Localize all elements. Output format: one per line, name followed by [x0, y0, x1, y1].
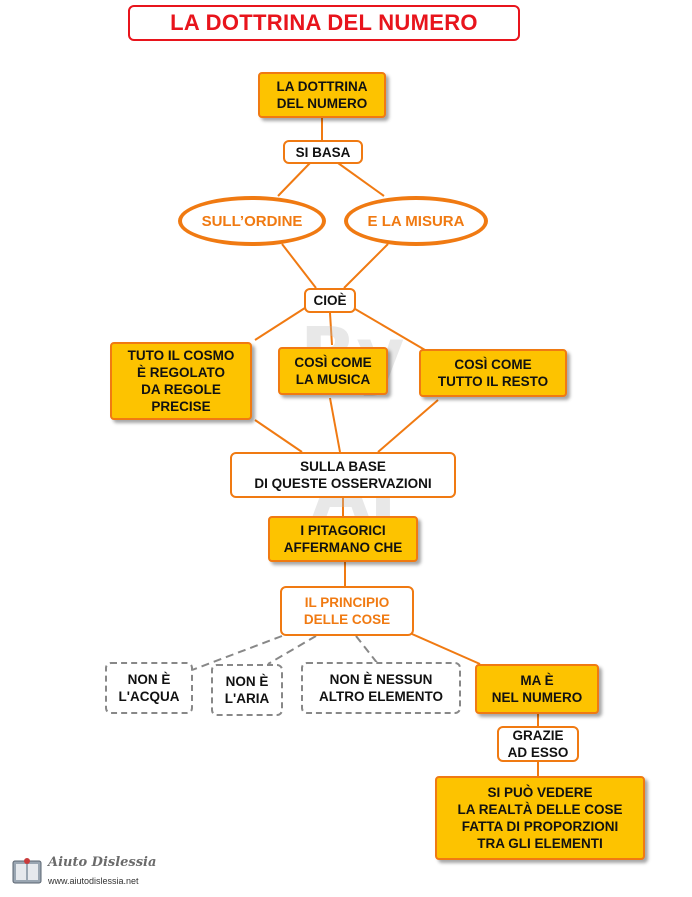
connector: [377, 399, 439, 453]
dashed-connector: [191, 635, 283, 671]
node-principio: IL PRINCIPIO DELLE COSE: [280, 586, 414, 636]
book-icon: [12, 858, 42, 884]
node-grazie-ad-esso: GRAZIE AD ESSO: [497, 726, 579, 762]
node-realta: SI PUÒ VEDERE LA REALTÀ DELLE COSE FATTA…: [435, 776, 645, 860]
node-non-aria: NON È L'ARIA: [211, 664, 283, 716]
logo-title: Aiuto Dislessia: [48, 855, 157, 870]
node-sull-ordine: SULL’ORDINE: [178, 196, 326, 246]
aiuto-dislessia-logo: Aiuto Dislessia www.aiutodislessia.net: [8, 855, 188, 891]
connector: [281, 243, 317, 289]
node-sulla-base: SULLA BASE DI QUESTE OSSERVAZIONI: [230, 452, 456, 498]
node-si-basa: SI BASA: [283, 140, 363, 164]
dashed-connector: [267, 635, 317, 665]
node-tuto-il-cosmo: TUTO IL COSMO È REGOLATO DA REGOLE PRECI…: [110, 342, 252, 420]
dashed-connector: [355, 635, 379, 665]
connector: [329, 312, 333, 346]
node-cioe: CIOÈ: [304, 288, 356, 313]
connector: [411, 633, 481, 665]
node-cosi-come-musica: COSÌ COME LA MUSICA: [278, 347, 388, 395]
page-title: LA DOTTRINA DEL NUMERO: [128, 5, 520, 41]
node-e-la-misura: E LA MISURA: [344, 196, 488, 246]
connector: [254, 305, 309, 341]
node-cosi-come-resto: COSÌ COME TUTTO IL RESTO: [419, 349, 567, 397]
connector: [337, 162, 385, 197]
connector: [349, 305, 426, 351]
connector: [329, 397, 341, 453]
connector: [277, 162, 311, 197]
node-non-altro-elemento: NON È NESSUN ALTRO ELEMENTO: [301, 662, 461, 714]
connector: [254, 419, 303, 453]
node-non-acqua: NON È L'ACQUA: [105, 662, 193, 714]
connector: [343, 243, 389, 289]
node-pitagorici: I PITAGORICI AFFERMANO CHE: [268, 516, 418, 562]
node-nel-numero: MA È NEL NUMERO: [475, 664, 599, 714]
logo-url: www.aiutodislessia.net: [48, 876, 139, 886]
node-root: LA DOTTRINA DEL NUMERO: [258, 72, 386, 118]
